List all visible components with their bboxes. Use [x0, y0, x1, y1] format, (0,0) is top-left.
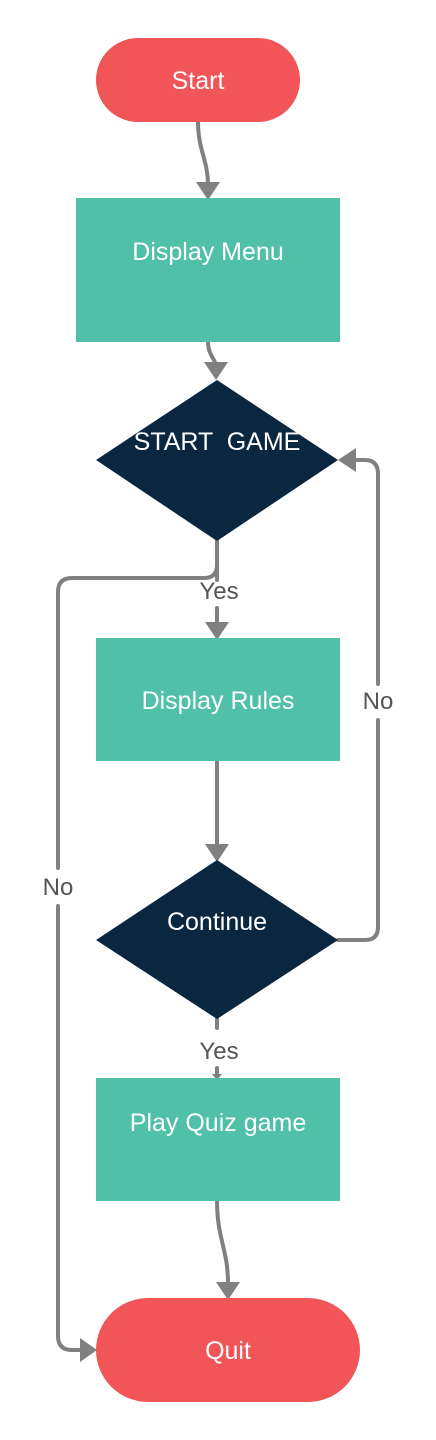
- continue-label: Continue: [167, 908, 267, 936]
- arrowhead-start-game-right: [338, 448, 356, 472]
- continue-no-label: No: [363, 688, 394, 715]
- edge-start-to-display-menu: [196, 120, 210, 187]
- edge-continue-to-start-game-upper: [354, 458, 380, 686]
- edge-continue-to-start-game-lower: [336, 718, 380, 942]
- arrowhead-play-quiz: [212, 1074, 222, 1080]
- display-menu-process: [76, 198, 340, 342]
- start-terminal: [96, 38, 300, 122]
- play-quiz-process: [96, 1078, 340, 1201]
- display-rules-process: [96, 638, 340, 761]
- quit-label: Quit: [205, 1337, 251, 1365]
- start-game-yes-label: Yes: [199, 578, 238, 605]
- arrowhead-display-rules: [205, 622, 229, 640]
- edge-play-quiz-to-quit: [215, 1198, 230, 1286]
- continue-yes-label: Yes: [199, 1038, 238, 1065]
- arrowhead-quit-top: [216, 1282, 240, 1300]
- arrowhead-display-menu: [196, 182, 220, 200]
- start-game-no-label: No: [43, 874, 74, 901]
- arrowhead-start-game: [204, 362, 228, 380]
- continue-decision: [96, 860, 338, 1019]
- start-game-decision: [96, 380, 338, 541]
- start-label: Start: [172, 67, 225, 95]
- display-menu-label: Display Menu: [132, 238, 283, 266]
- edge-start-game-to-quit-lower: [56, 904, 84, 1352]
- quit-terminal: [96, 1298, 360, 1402]
- arrowhead-quit-left: [80, 1338, 97, 1362]
- arrowhead-continue: [205, 844, 229, 862]
- display-rules-label: Display Rules: [142, 687, 295, 715]
- play-quiz-label: Play Quiz game: [130, 1109, 306, 1137]
- start-game-label: START GAME: [134, 428, 301, 456]
- edge-start-game-to-quit-upper: [56, 539, 219, 870]
